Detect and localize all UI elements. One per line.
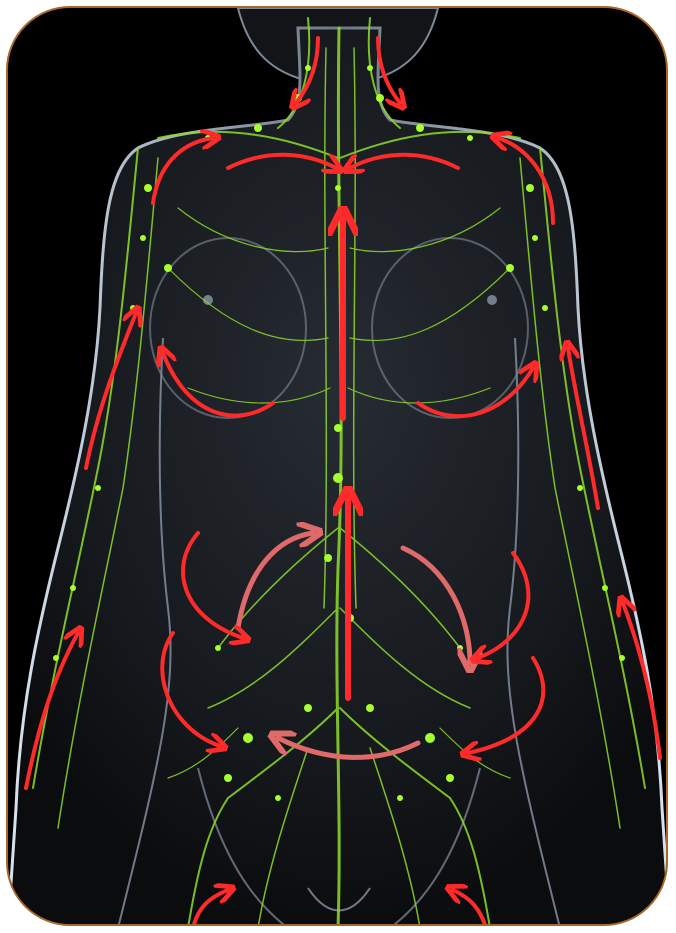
lymphatic-illustration bbox=[8, 8, 668, 926]
image-frame bbox=[6, 6, 668, 926]
